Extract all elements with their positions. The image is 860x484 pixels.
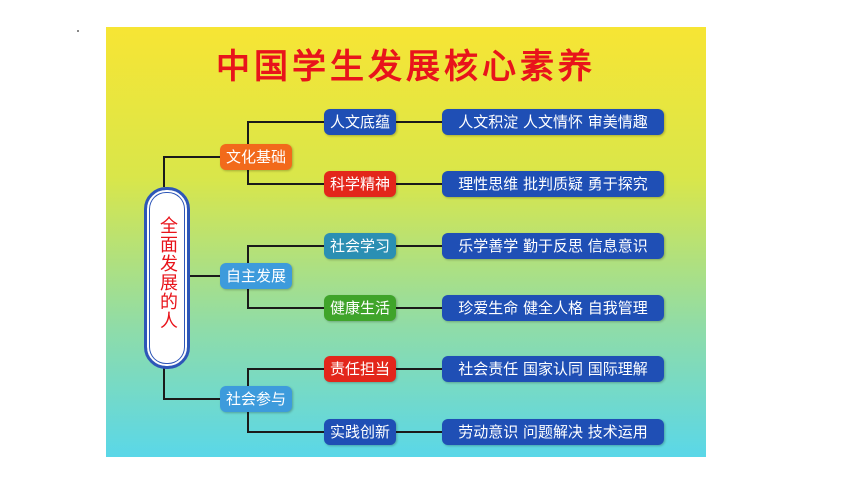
- sub-scientific-spirit: 科学精神: [324, 171, 396, 197]
- category-self-development: 自主发展: [220, 263, 292, 289]
- detail-practice-innovation: 劳动意识 问题解决 技术运用: [442, 419, 664, 445]
- detail-humanistic-heritage: 人文积淀 人文情怀 审美情趣: [442, 109, 664, 135]
- category-culture-foundation: 文化基础: [220, 144, 292, 170]
- poster-title: 中国学生发展核心素养: [216, 47, 596, 87]
- connector-cat1-sub1: [247, 121, 324, 144]
- root-label: 全面发展的人: [157, 216, 178, 330]
- detail-learning: 乐学善学 勤于反思 信息意识: [442, 233, 664, 259]
- connector-root-cat3: [163, 366, 222, 400]
- connector-lines: [163, 121, 442, 433]
- connector-root-cat1: [163, 156, 222, 187]
- sub-humanistic-heritage: 人文底蕴: [324, 109, 396, 135]
- connector-cat2-sub1: [247, 245, 324, 263]
- connector-cat3-sub2: [247, 412, 324, 433]
- sub-healthy-living: 健康生活: [324, 295, 396, 321]
- sub-responsibility: 责任担当: [324, 356, 396, 382]
- category-social-participation: 社会参与: [220, 386, 292, 412]
- detail-scientific-spirit: 理性思维 批判质疑 勇于探究: [442, 171, 664, 197]
- sub-learning: 社会学习: [324, 233, 396, 259]
- connector-cat1-sub2: [247, 170, 324, 185]
- detail-healthy-living: 珍爱生命 健全人格 自我管理: [442, 295, 664, 321]
- detail-responsibility: 社会责任 国家认同 国际理解: [442, 356, 664, 382]
- core-competencies-poster: 中国学生发展核心素养 全面发展的人 文化基础 自: [106, 27, 706, 457]
- sub-practice-innovation: 实践创新: [324, 419, 396, 445]
- connector-cat2-sub2: [247, 289, 324, 309]
- connector-cat3-sub1: [247, 368, 324, 386]
- root-node: 全面发展的人: [144, 187, 190, 369]
- page-dot: [77, 30, 79, 32]
